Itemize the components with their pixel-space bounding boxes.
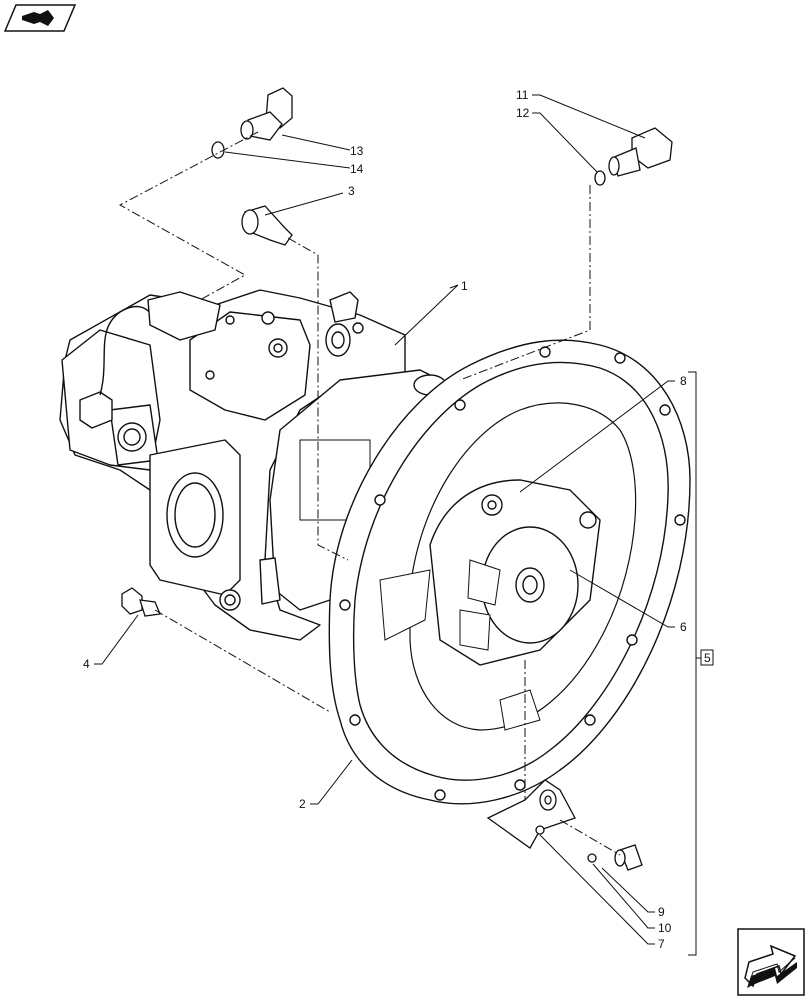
o-ring-14 xyxy=(211,141,225,159)
callout-8: 8 xyxy=(680,374,687,388)
callout-13: 13 xyxy=(350,144,364,158)
pump-body xyxy=(59,289,447,641)
bolt-part-4 xyxy=(121,587,161,617)
callout-1: 1 xyxy=(461,279,468,293)
callout-2: 2 xyxy=(299,797,306,811)
callout-10: 10 xyxy=(658,921,672,935)
callout-11: 11 xyxy=(516,88,529,102)
assembly-lines xyxy=(118,131,621,856)
dowel-part-10 xyxy=(587,853,597,863)
callout-4: 4 xyxy=(83,657,90,671)
sensor-plug-part-11 xyxy=(608,127,673,177)
back-arrow-icon xyxy=(3,4,77,32)
plug-part-3 xyxy=(241,205,293,246)
callout-7: 7 xyxy=(658,937,665,951)
pin-part-9 xyxy=(614,844,643,871)
forward-arrow-icon xyxy=(737,928,805,996)
callout-9: 9 xyxy=(658,905,665,919)
previous-page-button[interactable] xyxy=(3,4,77,32)
callout-3: 3 xyxy=(348,184,355,198)
callout-5-box xyxy=(700,649,714,666)
callout-5: 5 xyxy=(704,651,711,665)
bell-housing-flange xyxy=(328,339,691,805)
callout-12: 12 xyxy=(516,106,530,120)
o-ring-12 xyxy=(594,170,606,186)
next-page-button[interactable] xyxy=(737,928,805,996)
callout-labels: 1 2 3 4 5 6 7 8 9 10 11 12 13 14 xyxy=(83,88,714,951)
bracket-part-7 xyxy=(486,779,576,849)
leader-lines xyxy=(94,94,703,956)
callout-14: 14 xyxy=(350,162,364,176)
callout-6: 6 xyxy=(680,620,687,634)
elbow-fitting-part xyxy=(240,87,293,141)
